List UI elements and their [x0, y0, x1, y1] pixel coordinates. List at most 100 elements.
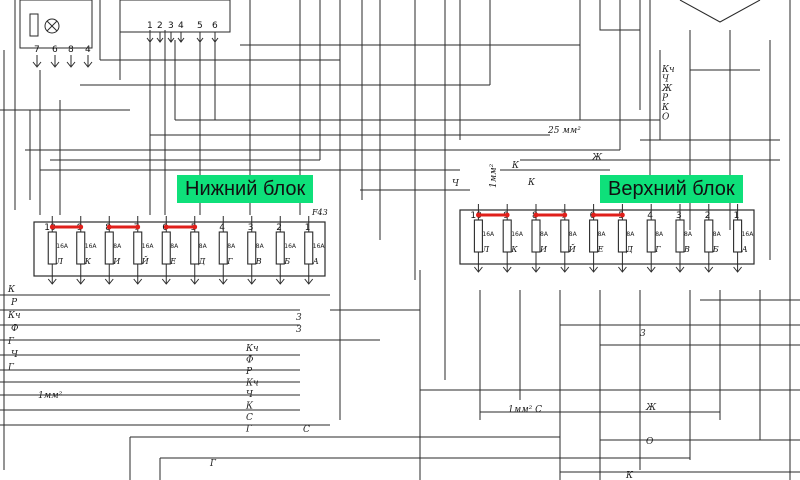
wire-label: Ж — [661, 84, 673, 94]
fuse-letter: Й — [568, 244, 577, 254]
fuse-block-body — [459, 209, 755, 265]
fuse-element — [733, 219, 743, 253]
wire-label: 3 — [296, 325, 302, 335]
fuse-rating: 8А — [540, 231, 549, 238]
bridge-end — [591, 212, 596, 218]
connector-mid-pin: 5 — [197, 21, 203, 31]
fuse-д: 58АД — [617, 204, 635, 273]
fuse-pin-number: 1 — [305, 223, 311, 233]
wire-label: Ж — [645, 403, 657, 413]
fuse-pin-number: 1 — [734, 211, 740, 221]
fuse-element — [218, 231, 228, 265]
fuse-box-id: F43 — [311, 208, 328, 217]
connector-mid-body — [119, 0, 231, 33]
wire-label: С — [303, 425, 310, 435]
fuse-rating: 8А — [713, 231, 722, 238]
fuse-а: 1 16А А — [304, 216, 326, 285]
fuse-rating: 8А — [199, 243, 208, 250]
fuse-rating: 8А — [256, 243, 265, 250]
fuse-letter: К — [84, 257, 92, 266]
fuse-rating: 8А — [227, 243, 236, 250]
fuse-rating: 16А — [56, 243, 69, 250]
lower-block-label: Нижний блок — [177, 175, 314, 203]
bridge-end — [192, 224, 198, 230]
fuse-rating: 8А — [684, 231, 693, 238]
fuse-rating: 16А — [482, 231, 495, 238]
fuse-element — [531, 219, 541, 253]
fuse-element — [133, 231, 143, 265]
fuse-element — [76, 231, 86, 265]
wire-label: К — [511, 161, 520, 171]
fuse-letter: Е — [597, 245, 604, 254]
wire-label: К — [7, 285, 16, 295]
connector-left-pin: 7 — [34, 45, 40, 55]
fuse-rating: 16А — [511, 231, 524, 238]
bridge-end — [533, 212, 539, 218]
fuse-element — [617, 219, 627, 253]
wire-label: К — [625, 471, 634, 480]
connector-left-pin: 4 — [85, 45, 91, 55]
bridge-end — [476, 212, 481, 218]
fuse-letter: Г — [654, 245, 661, 254]
fuse-element — [104, 231, 114, 265]
fuse-letter: Д — [625, 245, 633, 254]
fuse-letter: В — [683, 245, 690, 254]
wire-label: Ч — [452, 179, 460, 189]
fuse-element — [47, 231, 57, 265]
fuse-letter: И — [112, 257, 121, 266]
fuse-element — [161, 231, 171, 265]
fuse-element — [560, 219, 570, 253]
fuse-element — [247, 231, 257, 265]
wire-label: К — [245, 402, 254, 412]
fuse-letter: И — [539, 245, 548, 254]
wire-label: Г — [7, 337, 15, 347]
fuse-letter: Л — [55, 257, 63, 266]
wire-label: К — [527, 178, 536, 188]
connector-left-pin: 6 — [52, 45, 58, 55]
fuse-rating: 8А — [626, 231, 635, 238]
wire-label: Ч — [662, 75, 670, 85]
connector-mid-pin: 2 — [157, 21, 163, 31]
bridge-end — [620, 212, 625, 218]
connector-mid-pin: 4 — [178, 21, 184, 31]
wire-label: Г — [245, 425, 253, 435]
bridge-end — [562, 212, 568, 218]
fuse-element — [473, 219, 483, 253]
fuse-letter: Л — [481, 245, 489, 254]
fuse-rating: 16А — [313, 243, 326, 250]
fuse-letter: А — [312, 257, 319, 266]
connector-mid-pin: 1 — [147, 21, 153, 31]
bridge-end — [504, 212, 510, 218]
fuse-element — [304, 231, 314, 265]
fuse-rating: 8А — [655, 231, 664, 238]
fuse-letter: К — [510, 245, 518, 254]
fuse-letter: В — [255, 257, 262, 266]
wire-label: Кч — [245, 379, 259, 389]
fuse-letter: Д — [198, 257, 206, 266]
fuse-pin-number: 4 — [219, 223, 225, 233]
wire-label: Ч — [246, 390, 254, 400]
wire-label: Кч — [661, 65, 675, 75]
upper-section-label: 1мм² — [489, 163, 499, 188]
fuse-element — [675, 219, 685, 253]
fuse-element — [589, 219, 599, 253]
wire-label: Ф — [246, 356, 254, 366]
wire-label: Ж — [591, 153, 603, 163]
fuse-rating: 16А — [284, 243, 297, 250]
connector-left-body — [19, 0, 93, 49]
wire-label: 1мм² С — [508, 405, 542, 415]
fuse-element — [704, 219, 714, 253]
fuse-rating: 8А — [598, 231, 607, 238]
wire-label: Ч — [11, 350, 19, 360]
